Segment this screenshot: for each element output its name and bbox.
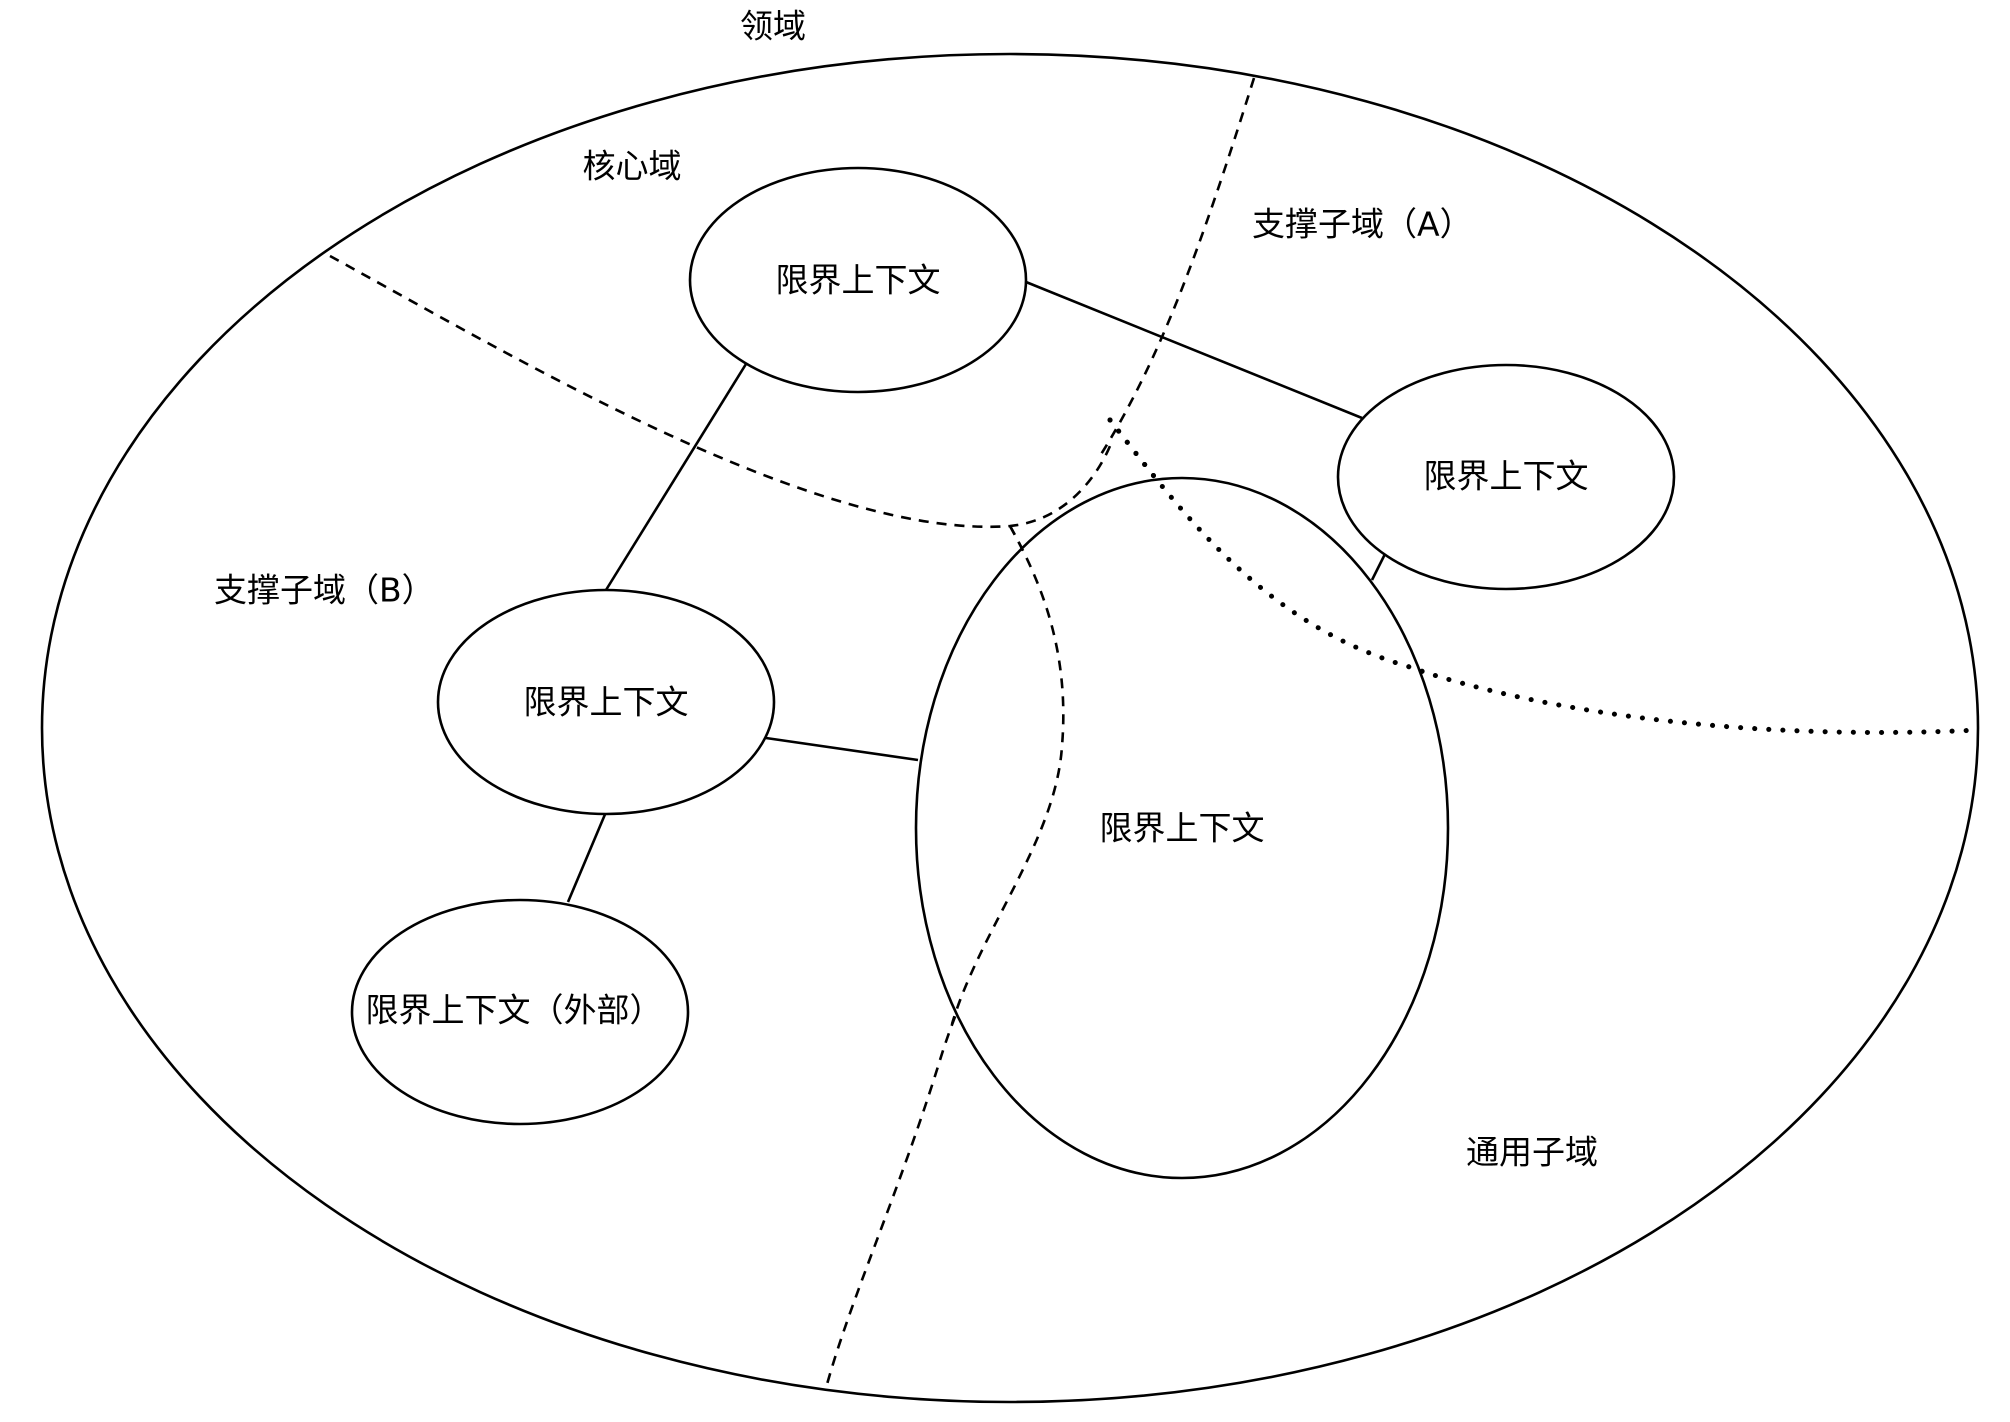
divider-core-support-a <box>1098 77 1256 457</box>
context-core <box>688 166 1028 394</box>
context-shared <box>914 476 1450 1180</box>
subdomain-label-support-b: 支撑子域（B） <box>214 571 435 610</box>
context-label-shared: 限界上下文 <box>1100 809 1265 848</box>
domain-boundary <box>40 52 1980 1404</box>
link-support-b-to-shared <box>765 736 919 762</box>
context-label-core: 限界上下文 <box>776 261 941 300</box>
divider-core-support-b <box>329 254 1112 529</box>
subdomain-label-generic: 通用子域 <box>1466 1133 1598 1172</box>
link-support-b-to-external <box>566 811 608 903</box>
context-external <box>350 898 690 1126</box>
context-support-a <box>1336 363 1676 591</box>
divider-overlay-support-a <box>1107 417 1435 679</box>
link-support-a-to-shared <box>1370 551 1388 581</box>
link-core-to-support-a <box>1025 280 1363 420</box>
context-label-support-b: 限界上下文 <box>524 683 689 722</box>
subdomain-label-core: 核心域 <box>583 147 682 186</box>
divider-overlay-shared <box>950 525 1065 1025</box>
subdomain-label-support-a: 支撑子域（A） <box>1252 205 1473 244</box>
context-label-support-a: 限界上下文 <box>1424 457 1589 496</box>
context-label-external: 限界上下文（外部） <box>366 991 663 1030</box>
link-core-to-support-b <box>604 363 748 591</box>
domain-title: 领域 <box>740 7 806 46</box>
context-support-b <box>436 588 776 816</box>
